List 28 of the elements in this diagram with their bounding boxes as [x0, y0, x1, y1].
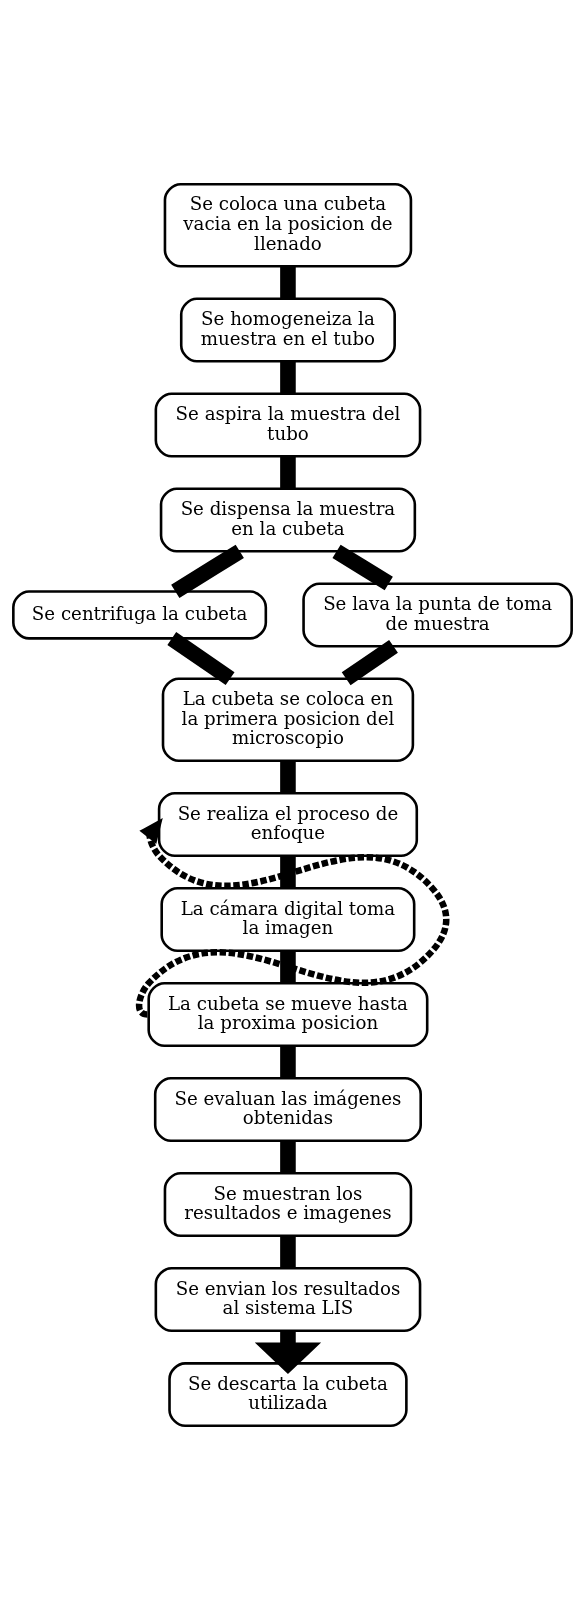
node-box: Se homogeneiza la muestra en el tubo: [179, 297, 396, 363]
node-box: La cubeta se mueve hasta la proxima posicion: [147, 982, 429, 1048]
node-box: La cámara digital toma la imagen: [160, 887, 416, 953]
node-box: Se muestran los resultados e imagenes: [163, 1172, 413, 1238]
node-box: Se lava la punta de toma de muestra: [302, 582, 573, 648]
connector: [167, 632, 235, 686]
arrow: [254, 1331, 322, 1375]
node-box: La cubeta se coloca en la primera posicion del microscopio: [161, 677, 415, 763]
connector: [280, 266, 296, 299]
node-box: Se coloca una cubeta vacia en la posicion de llenado: [163, 182, 413, 268]
node-box: Se centrifuga la cubeta: [12, 590, 268, 640]
node-box: Se evaluan las imágenes obtenidas: [153, 1077, 422, 1143]
connector: [332, 544, 393, 591]
node-box: Se aspira la muestra del tubo: [154, 392, 422, 458]
connector: [280, 856, 296, 889]
node-box: Se descarta la cubeta utilizada: [168, 1362, 408, 1428]
node-box: Se envian los resultados al sistema LIS: [154, 1267, 422, 1333]
connector: [280, 951, 296, 984]
connector: [280, 1141, 296, 1174]
node-box: Se dispensa la muestra en la cubeta: [159, 487, 417, 553]
connector: [280, 1046, 296, 1079]
connector: [280, 361, 296, 394]
connector: [280, 456, 296, 489]
connector: [341, 639, 398, 686]
connector: [171, 544, 244, 599]
connector: [280, 760, 296, 794]
node-box: Se realiza el proceso de enfoque: [157, 792, 419, 858]
connector: [280, 1236, 296, 1269]
